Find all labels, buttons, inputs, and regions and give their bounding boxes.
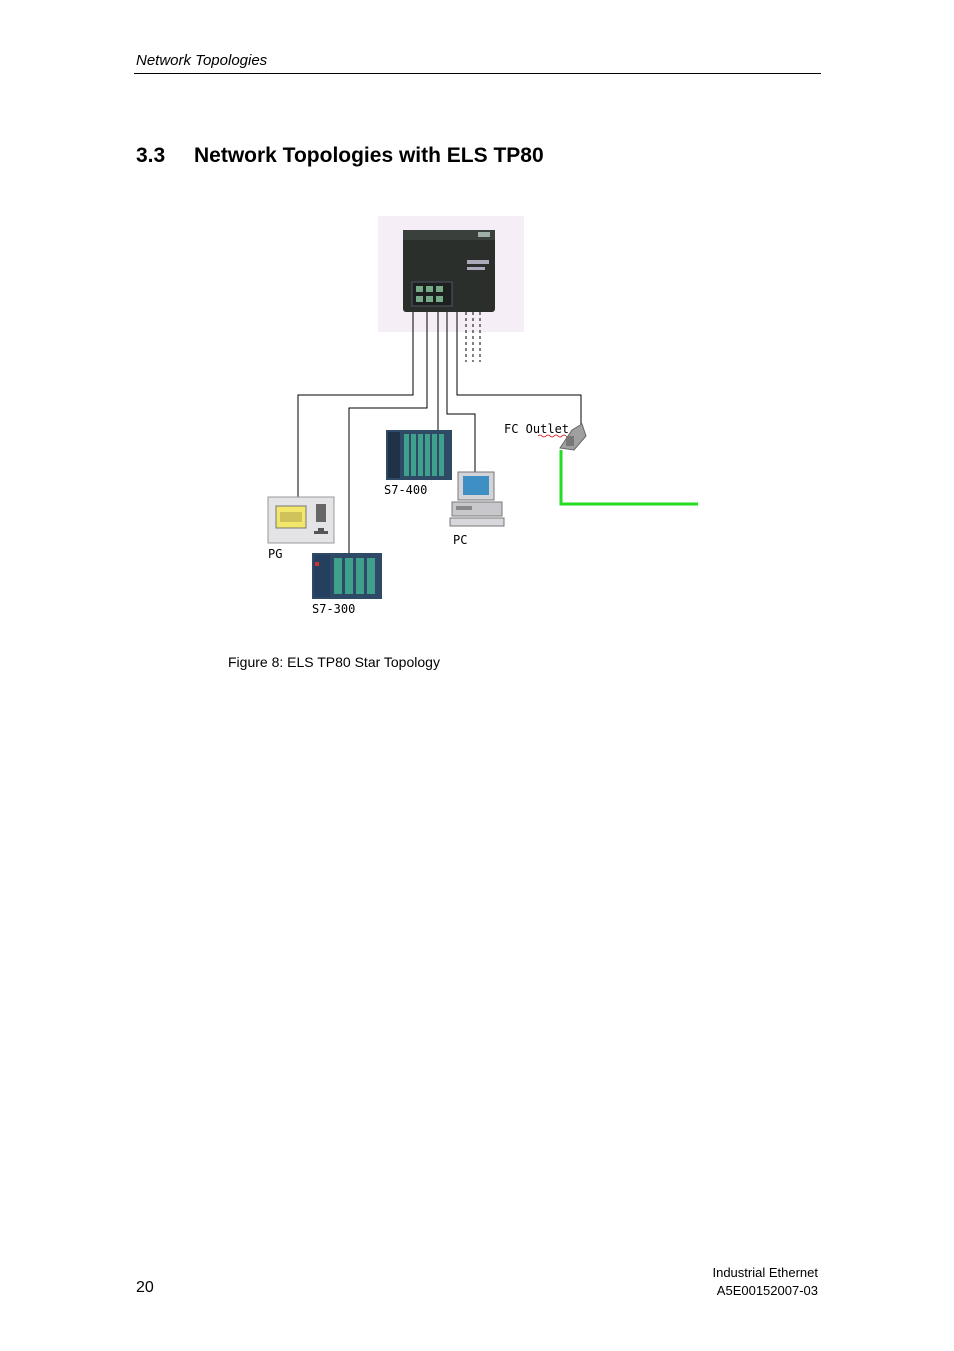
figure-caption: Figure 8: ELS TP80 Star Topology — [228, 654, 440, 670]
fc-outlet-label: FC Outlet — [504, 422, 569, 436]
header-rule — [134, 73, 821, 74]
s7-400-label: S7-400 — [384, 483, 427, 497]
section-heading: 3.3 Network Topologies with ELS TP80 — [136, 144, 544, 168]
s7-300-device — [312, 553, 382, 599]
els-tp80-switch — [403, 230, 495, 312]
cable-to-pg — [297, 312, 414, 500]
topology-figure: FC Outlet S7-400 PC — [260, 210, 710, 620]
section-title: Network Topologies with ELS TP80 — [194, 144, 544, 167]
twisted-pair-cables — [297, 312, 582, 555]
footer-info: Industrial Ethernet A5E00152007-03 — [712, 1264, 818, 1300]
running-header: Network Topologies — [136, 52, 268, 69]
pc-device — [449, 471, 505, 527]
spellcheck-underline — [537, 434, 567, 438]
section-number: 3.3 — [136, 144, 166, 167]
footer-doc-title: Industrial Ethernet — [712, 1265, 818, 1280]
industrial-cable — [559, 450, 698, 506]
page-number: 20 — [136, 1279, 154, 1296]
cable-to-fc-outlet — [456, 312, 582, 425]
s7-400-device — [386, 430, 452, 480]
unused-ports — [465, 312, 481, 362]
fc-outlet-device — [559, 423, 587, 451]
cable-to-pc — [446, 312, 476, 472]
cable-to-s7-300 — [348, 312, 428, 555]
footer-doc-id: A5E00152007-03 — [716, 1283, 818, 1298]
pg-device — [267, 496, 335, 544]
pc-label: PC — [453, 533, 467, 547]
pg-label: PG — [268, 547, 282, 561]
s7-300-label: S7-300 — [312, 602, 355, 616]
